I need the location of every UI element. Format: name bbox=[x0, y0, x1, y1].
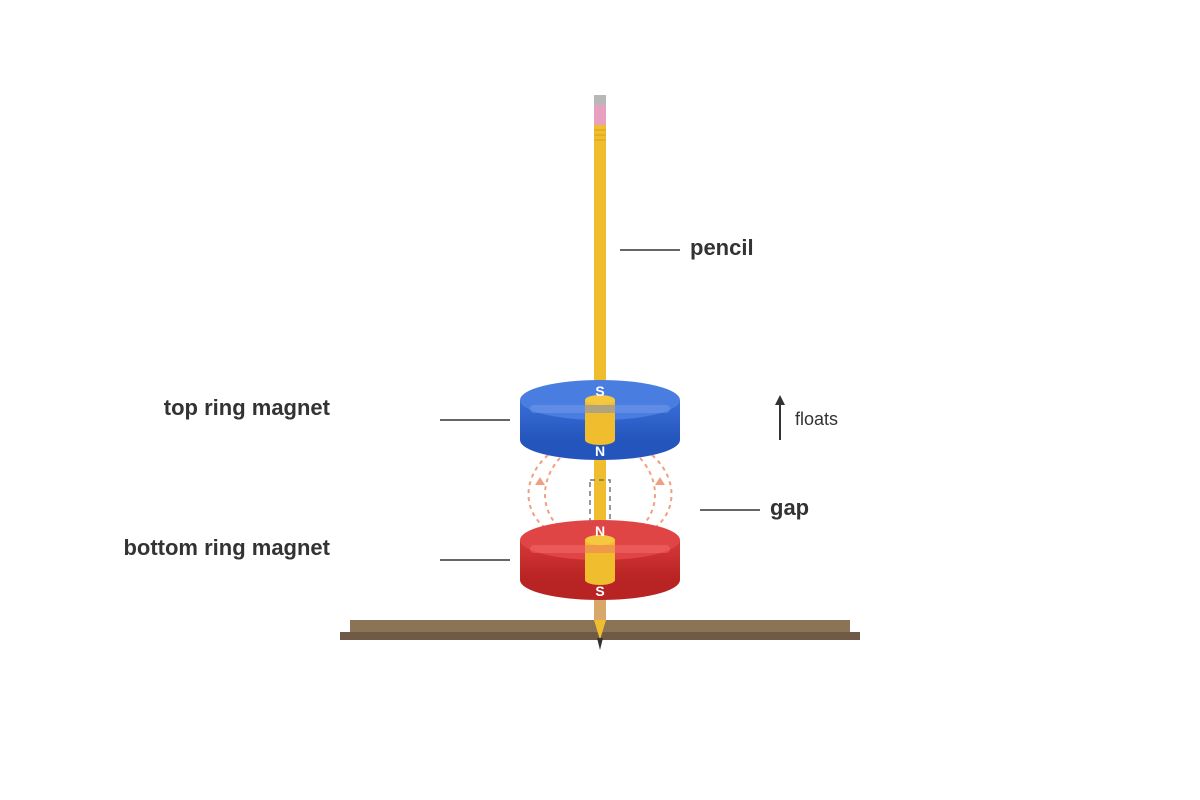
top-ring-magnet-label: top ring magnet bbox=[163, 395, 330, 420]
field-lines bbox=[527, 454, 673, 531]
gap-label: gap bbox=[770, 495, 810, 520]
up-arrow-icon bbox=[775, 395, 785, 440]
pencil-eraser bbox=[594, 105, 606, 125]
field-arrow-right-icon bbox=[655, 477, 665, 485]
field-line-outer-left bbox=[527, 454, 549, 531]
pencil-ferrule bbox=[594, 95, 606, 105]
pencil-label: pencil bbox=[690, 235, 754, 260]
field-line-outer-right bbox=[651, 454, 673, 531]
bottom-ring-magnet-label: bottom ring magnet bbox=[123, 535, 330, 560]
bottom-magnet-pole-bottom: S bbox=[595, 583, 604, 599]
top-ring-magnet: S N bbox=[520, 380, 680, 460]
pencil-wood bbox=[594, 598, 606, 620]
field-arrow-left-icon bbox=[535, 477, 545, 485]
pencil-body bbox=[594, 125, 606, 600]
top-magnet-pole-bottom: N bbox=[595, 443, 605, 459]
top-magnet-pole-top: S bbox=[595, 383, 604, 399]
bottom-ring-magnet: N S bbox=[520, 520, 680, 600]
field-line-inner-left bbox=[544, 457, 561, 529]
pencil-lead bbox=[597, 638, 603, 650]
pencil-tip bbox=[594, 620, 606, 640]
floats-label: floats bbox=[795, 409, 839, 429]
bottom-magnet-pole-top: N bbox=[595, 523, 605, 539]
pencil bbox=[594, 95, 606, 650]
field-line-inner-right bbox=[639, 457, 656, 529]
